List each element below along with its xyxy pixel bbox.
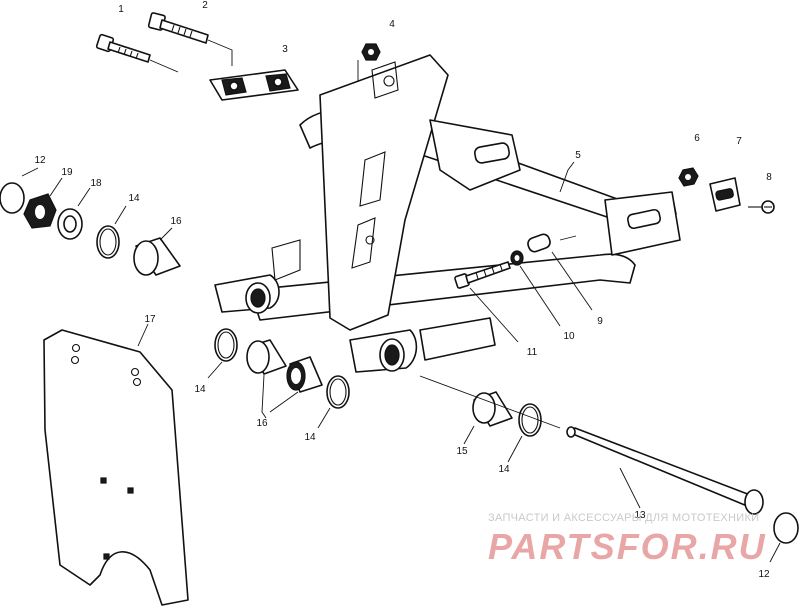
part-19-flange-nut: [23, 177, 63, 229]
callout-18: 18: [90, 178, 102, 189]
callout-16-upper: 16: [170, 216, 182, 227]
part-14-o-ring-mid-right: [317, 375, 350, 429]
callout-16-lower: 16: [256, 418, 268, 429]
part-16-bushing-upper: [133, 227, 181, 276]
callout-9: 9: [597, 316, 603, 327]
part-14-o-ring-lower-right: [507, 403, 542, 463]
leader-16-b: [261, 374, 267, 419]
part-10-washer: [510, 250, 561, 327]
leader-16-c: [269, 391, 299, 413]
callout-12-left: 12: [34, 155, 46, 166]
callout-10: 10: [563, 331, 575, 342]
callout-1: 1: [118, 4, 124, 15]
callout-5: 5: [575, 150, 581, 161]
part-15-bushing: [463, 391, 513, 445]
watermark-tagline: ЗАПЧАСТИ И АКСЕССУАРЫ ДЛЯ МОТОТЕХНИКИ: [488, 512, 760, 524]
part-13-pivot-shaft: [419, 375, 764, 515]
part-8-screw: [748, 200, 775, 214]
part-7-plate: [709, 177, 741, 212]
part-5-swingarm-frame: [214, 54, 681, 373]
callout-labels: 1 2 3 4 5 6 7 8 9 10 11 12 12 13 14 14 1…: [34, 0, 772, 580]
callout-15: 15: [456, 446, 468, 457]
part-6-nut: [678, 167, 699, 187]
part-17-guard-plate: [43, 323, 189, 606]
callout-14-mid-left: 14: [194, 384, 206, 395]
part-14-o-ring-mid-left: [207, 328, 238, 379]
callout-3: 3: [282, 44, 288, 55]
callout-19: 19: [61, 167, 73, 178]
callout-12-right: 12: [758, 569, 770, 580]
part-3-clamp-bracket: [209, 69, 299, 101]
callout-6: 6: [694, 133, 700, 144]
part-18-washer: [57, 187, 91, 240]
callout-2: 2: [202, 0, 208, 11]
callout-7: 7: [736, 136, 742, 147]
callout-13: 13: [634, 510, 646, 521]
part-12-cap-right: [769, 512, 799, 563]
part-2-bolt: [147, 12, 233, 66]
watermark-logo: PARTSFOR.RU: [488, 526, 767, 567]
part-12-cap-left: [0, 167, 39, 214]
callout-14-lower-right: 14: [498, 464, 510, 475]
callout-17: 17: [144, 314, 156, 325]
callout-11: 11: [527, 347, 538, 358]
callout-14-upper: 14: [128, 193, 140, 204]
part-9-spacer: [527, 233, 593, 311]
part-16-bushing-lower-a: [246, 339, 287, 375]
callout-8: 8: [766, 172, 772, 183]
part-1-bolt: [95, 33, 179, 73]
part-16-bushing-lower-b: [286, 356, 323, 393]
part-14-o-ring-upper: [96, 205, 127, 259]
part-11-long-bolt: [454, 261, 519, 343]
callout-14-mid-right: 14: [304, 432, 316, 443]
callout-4: 4: [389, 19, 395, 30]
